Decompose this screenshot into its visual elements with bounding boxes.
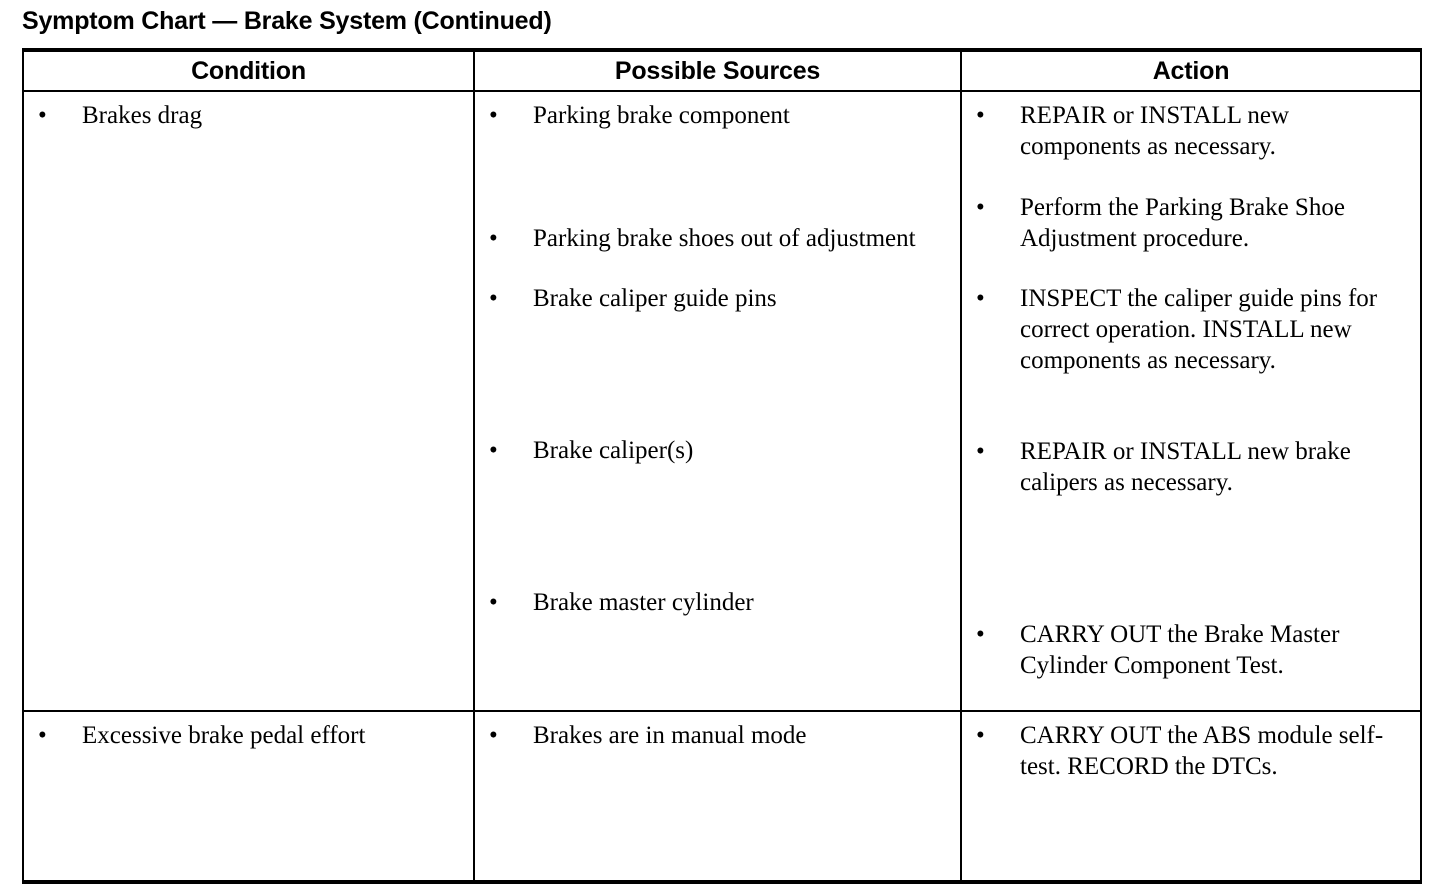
column-header-condition: Condition bbox=[22, 48, 475, 92]
bullet-icon: • bbox=[489, 285, 498, 312]
bullet-icon: • bbox=[489, 225, 498, 252]
bullet-icon: • bbox=[489, 437, 498, 464]
column-header-action: Action bbox=[960, 48, 1422, 92]
list-item: • Perform the Parking Brake Shoe Adjustm… bbox=[976, 194, 1345, 252]
bullet-icon: • bbox=[976, 621, 985, 648]
cell-action: • REPAIR or INSTALL new components as ne… bbox=[960, 90, 1422, 711]
bullet-icon: • bbox=[976, 102, 985, 129]
cell-possible-sources: • Brakes are in manual mode bbox=[473, 710, 962, 884]
table-header-row: Condition Possible Sources Action bbox=[22, 48, 1422, 92]
bullet-icon: • bbox=[976, 285, 985, 312]
column-header-possible-sources: Possible Sources bbox=[473, 48, 962, 92]
list-item: • REPAIR or INSTALL new components as ne… bbox=[976, 102, 1290, 160]
list-item: • Brake caliper guide pins bbox=[489, 285, 777, 312]
list-item: • CARRY OUT the Brake Master Cylinder Co… bbox=[976, 621, 1340, 679]
list-item: • Excessive brake pedal effort bbox=[38, 722, 366, 749]
list-item: • INSPECT the caliper guide pins for cor… bbox=[976, 285, 1378, 374]
table-row: • Brakes drag • Parking brake component … bbox=[22, 90, 1422, 711]
bullet-icon: • bbox=[38, 722, 47, 749]
cell-condition: • Brakes drag bbox=[22, 90, 475, 711]
list-item: • REPAIR or INSTALL new brake calipers a… bbox=[976, 438, 1351, 496]
table-row: • Excessive brake pedal effort • Brakes … bbox=[22, 710, 1422, 884]
bullet-icon: • bbox=[976, 722, 985, 749]
bullet-icon: • bbox=[489, 589, 498, 616]
list-item: • Brake caliper(s) bbox=[489, 437, 694, 464]
bullet-icon: • bbox=[489, 102, 498, 129]
bullet-icon: • bbox=[976, 438, 985, 465]
cell-action: • CARRY OUT the ABS module self-test. RE… bbox=[960, 710, 1422, 884]
bullet-icon: • bbox=[38, 102, 47, 129]
list-item: • Parking brake shoes out of adjustment bbox=[489, 225, 916, 252]
page-title: Symptom Chart — Brake System (Continued) bbox=[22, 7, 552, 35]
list-item: • CARRY OUT the ABS module self-test. RE… bbox=[976, 722, 1384, 780]
list-item: • Brake master cylinder bbox=[489, 589, 754, 616]
cell-possible-sources: • Parking brake component • Parking brak… bbox=[473, 90, 962, 711]
list-item: • Brakes are in manual mode bbox=[489, 722, 807, 749]
bullet-icon: • bbox=[489, 722, 498, 749]
list-item: • Brakes drag bbox=[38, 102, 203, 129]
cell-condition: • Excessive brake pedal effort bbox=[22, 710, 475, 884]
bullet-icon: • bbox=[976, 194, 985, 221]
list-item: • Parking brake component bbox=[489, 102, 790, 129]
symptom-chart-table: Condition Possible Sources Action • Brak… bbox=[22, 48, 1422, 884]
